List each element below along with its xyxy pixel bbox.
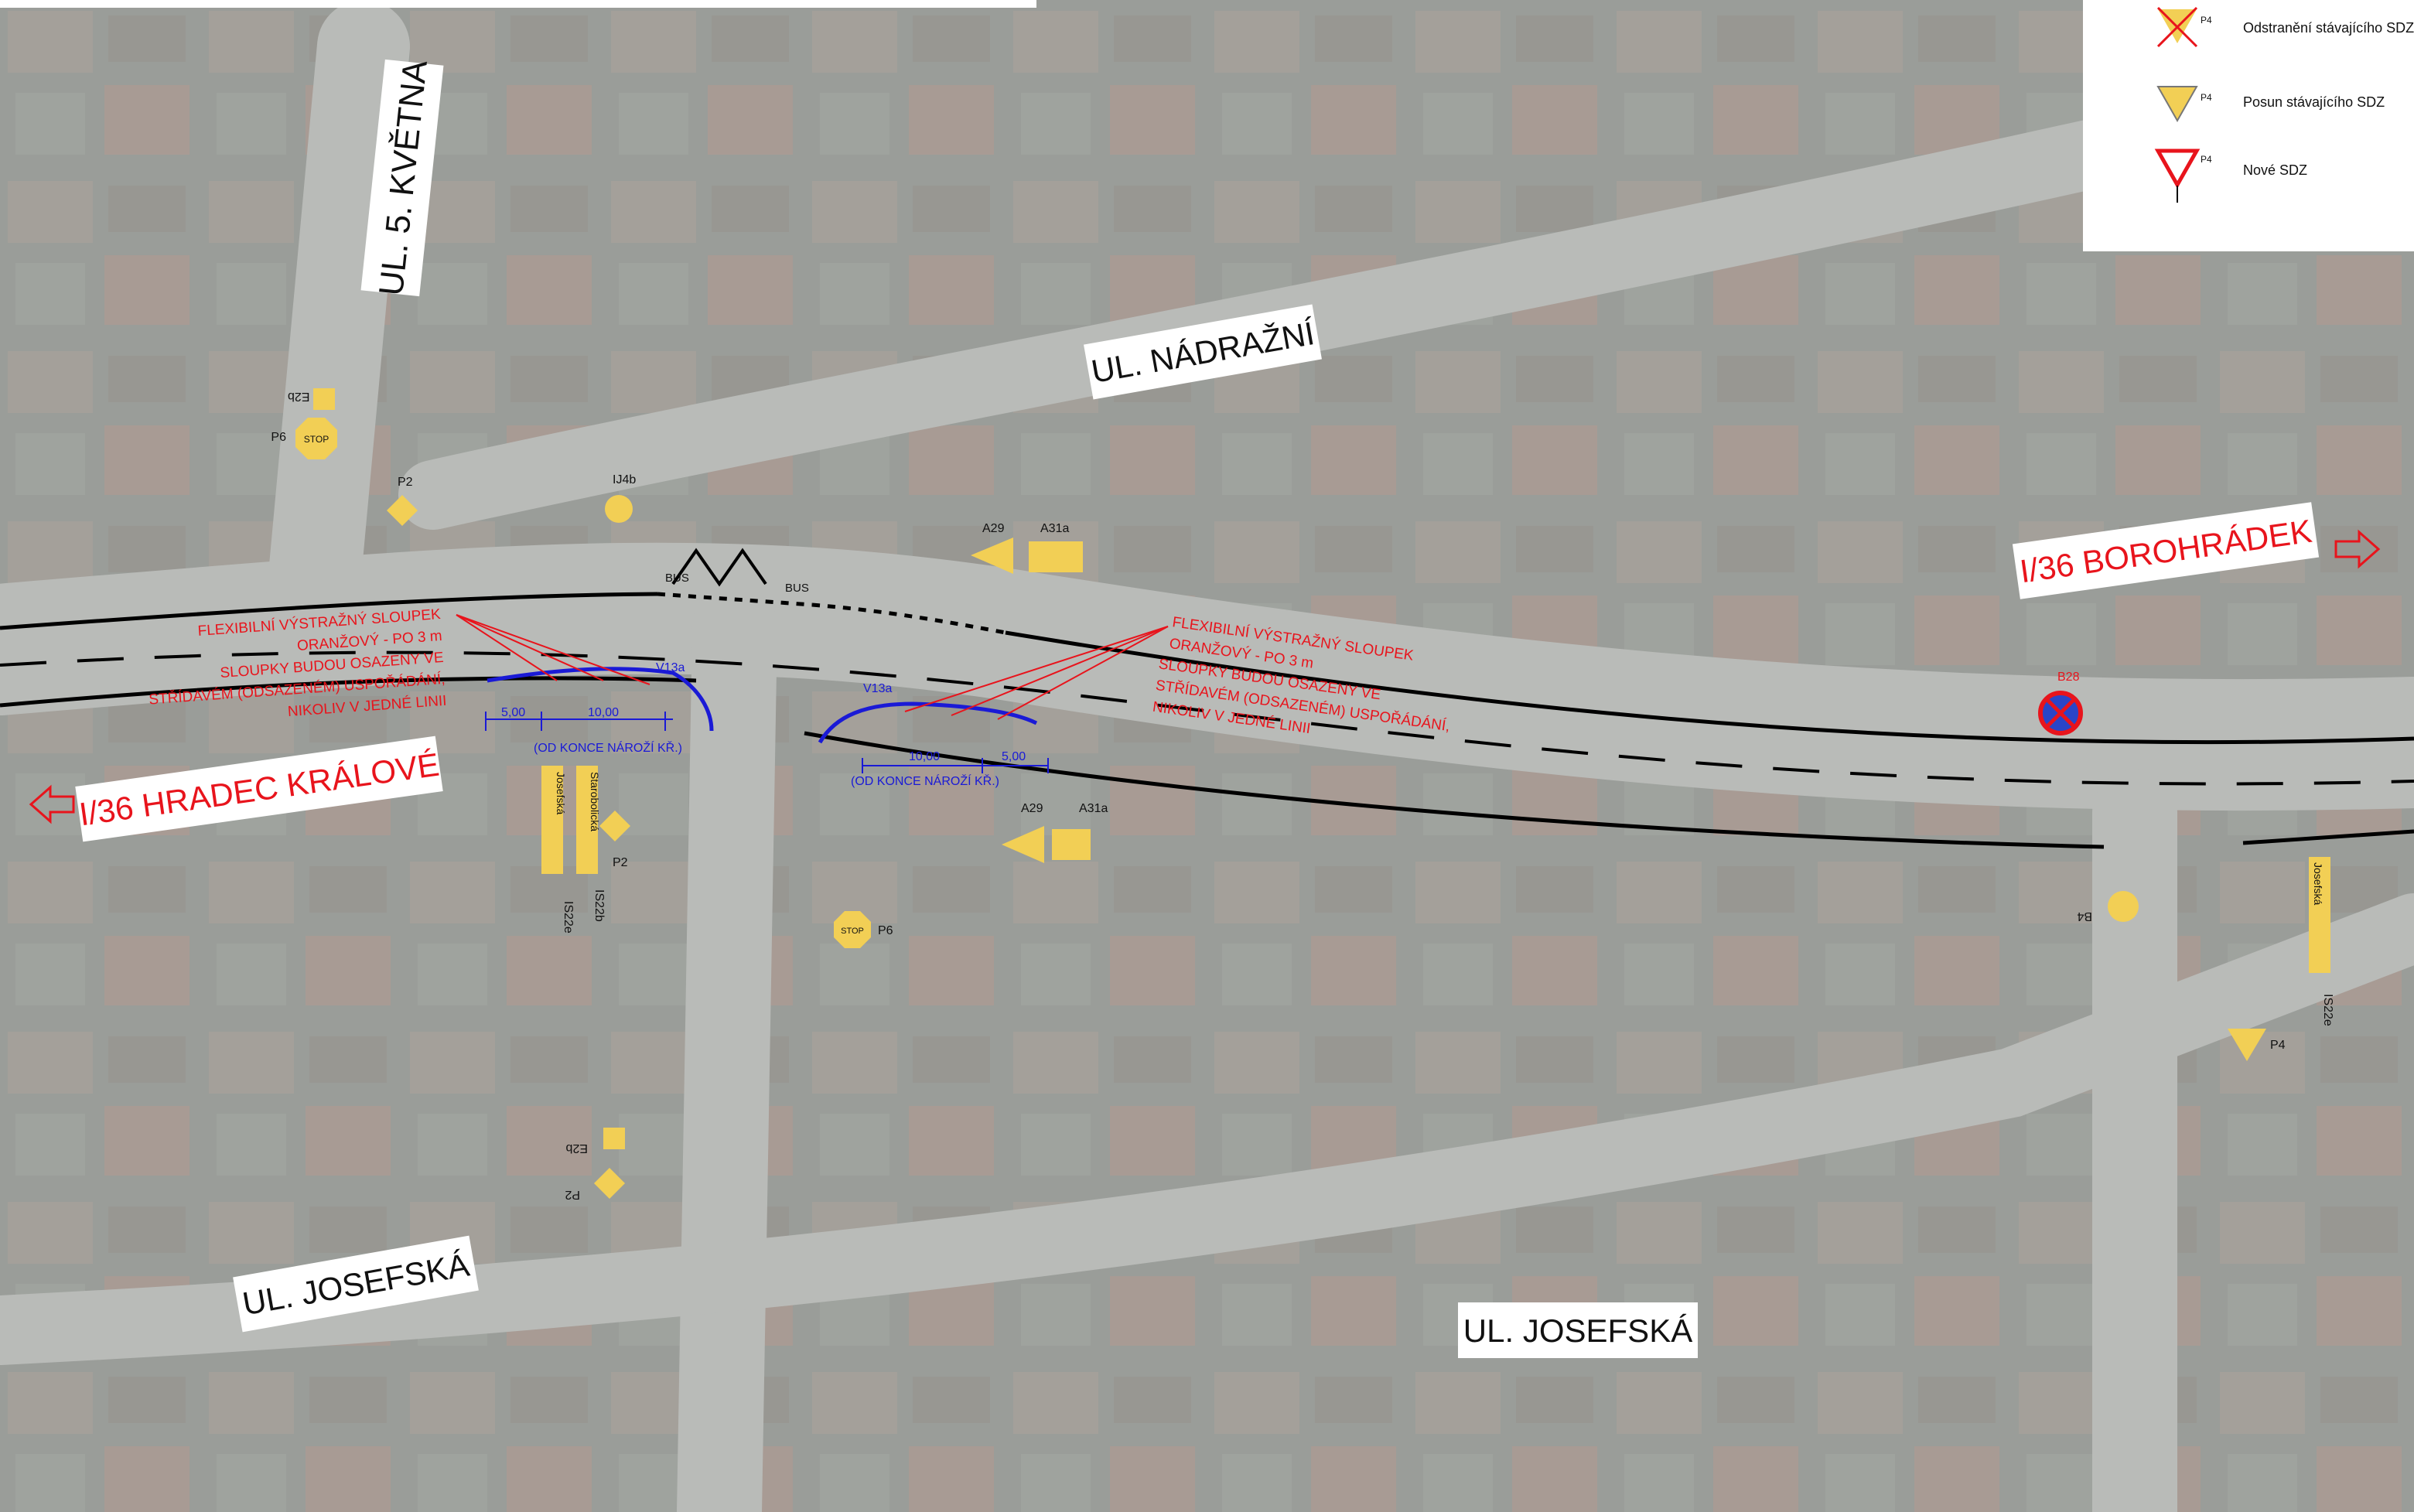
dimension-labels-right: V13a 10,00 5,00 (OD KONCE NÁROŽÍ KŘ.): [851, 682, 1026, 788]
svg-text:IJ4b: IJ4b: [613, 473, 636, 486]
legend-label-remove: Odstranění stávajícího SDZ: [2243, 20, 2414, 36]
legend-remove-icon: P4: [2156, 6, 2212, 48]
sign-p4: P4: [2228, 1029, 2286, 1061]
svg-text:STOP: STOP: [304, 434, 329, 445]
sign-p2-top: P2: [387, 476, 418, 526]
svg-text:A31a: A31a: [1040, 522, 1069, 535]
svg-text:P4: P4: [2201, 15, 2212, 26]
svg-text:B4: B4: [2077, 910, 2092, 923]
svg-text:BUS: BUS: [785, 582, 809, 595]
svg-text:5,00: 5,00: [1002, 750, 1026, 763]
svg-text:UL. JOSEFSKÁ: UL. JOSEFSKÁ: [1463, 1312, 1692, 1349]
legend: P4 Odstranění stávajícího SDZ P4 Posun s…: [2083, 0, 2414, 251]
top-strip: [0, 0, 1036, 8]
legend-new-icon: P4: [2154, 148, 2212, 203]
svg-text:P2: P2: [613, 856, 628, 869]
street-label-josefska-right: UL. JOSEFSKÁ: [1458, 1302, 1698, 1358]
svg-text:Josefská: Josefská: [2312, 862, 2324, 905]
svg-text:A29: A29: [1021, 802, 1043, 815]
svg-text:(OD KONCE NÁROŽÍ KŘ.): (OD KONCE NÁROŽÍ KŘ.): [851, 773, 999, 788]
sign-bus: BUS BUS: [665, 548, 809, 595]
svg-text:P4: P4: [2201, 154, 2212, 165]
sign-b4: B4: [2077, 891, 2139, 923]
sign-e2b-bottom: E2b: [565, 1128, 625, 1155]
svg-text:10,00: 10,00: [909, 750, 940, 763]
svg-text:BUS: BUS: [665, 572, 689, 585]
svg-text:A29: A29: [982, 522, 1005, 535]
svg-text:Starobolická: Starobolická: [589, 772, 601, 831]
svg-text:5,00: 5,00: [501, 706, 525, 719]
sign-is22-left: Josefská Starobolická IS22b IS22e: [541, 766, 606, 933]
sign-p2-mid: P2: [599, 811, 630, 869]
svg-text:V13a: V13a: [863, 682, 892, 695]
svg-text:Josefská: Josefská: [555, 772, 567, 814]
svg-text:STOP: STOP: [841, 927, 864, 936]
svg-text:B28: B28: [2057, 671, 2080, 684]
sign-b28: B28: [2038, 671, 2083, 736]
sign-a29-mid: A29 A31a: [1002, 802, 1108, 863]
dimension-right: [818, 701, 1049, 773]
svg-text:IS22e: IS22e: [2321, 994, 2334, 1026]
svg-text:P2: P2: [398, 476, 413, 489]
arrow-left-icon: [29, 784, 75, 824]
svg-text:A31a: A31a: [1079, 802, 1108, 815]
svg-text:E2b: E2b: [565, 1142, 588, 1155]
sign-ij4b: IJ4b: [605, 473, 636, 523]
svg-text:(OD KONCE NÁROŽÍ KŘ.): (OD KONCE NÁROŽÍ KŘ.): [534, 740, 682, 755]
legend-label-new: Nové SDZ: [2243, 162, 2307, 178]
svg-text:10,00: 10,00: [588, 706, 619, 719]
sign-stop-top: STOP P6: [271, 418, 337, 459]
arrow-right-icon: [2334, 529, 2381, 569]
svg-text:E2b: E2b: [288, 390, 310, 403]
road-lines: [0, 592, 2414, 849]
svg-text:P6: P6: [271, 431, 286, 444]
svg-text:P2: P2: [565, 1188, 580, 1201]
dimension-labels-left: V13a 5,00 10,00 (OD KONCE NÁROŽÍ KŘ.): [501, 661, 685, 755]
sign-stop-mid: STOP P6: [834, 911, 893, 948]
svg-text:P4: P4: [2201, 92, 2212, 103]
sign-is22e-right: Josefská IS22e: [2309, 857, 2334, 1026]
svg-text:P4: P4: [2270, 1039, 2286, 1052]
sign-p2-bottom: P2: [565, 1168, 625, 1201]
legend-move-icon: P4: [2156, 86, 2212, 123]
svg-text:IS22b: IS22b: [592, 889, 606, 922]
sign-e2b-top: E2b: [288, 388, 335, 410]
svg-text:IS22e: IS22e: [562, 901, 575, 933]
note-leaders: [456, 614, 1169, 720]
legend-label-move: Posun stávajícího SDZ: [2243, 94, 2385, 110]
svg-text:P6: P6: [878, 924, 893, 937]
sign-a29-top: A29 A31a: [971, 522, 1083, 574]
svg-text:V13a: V13a: [656, 661, 685, 674]
dimension-left: [485, 667, 714, 732]
